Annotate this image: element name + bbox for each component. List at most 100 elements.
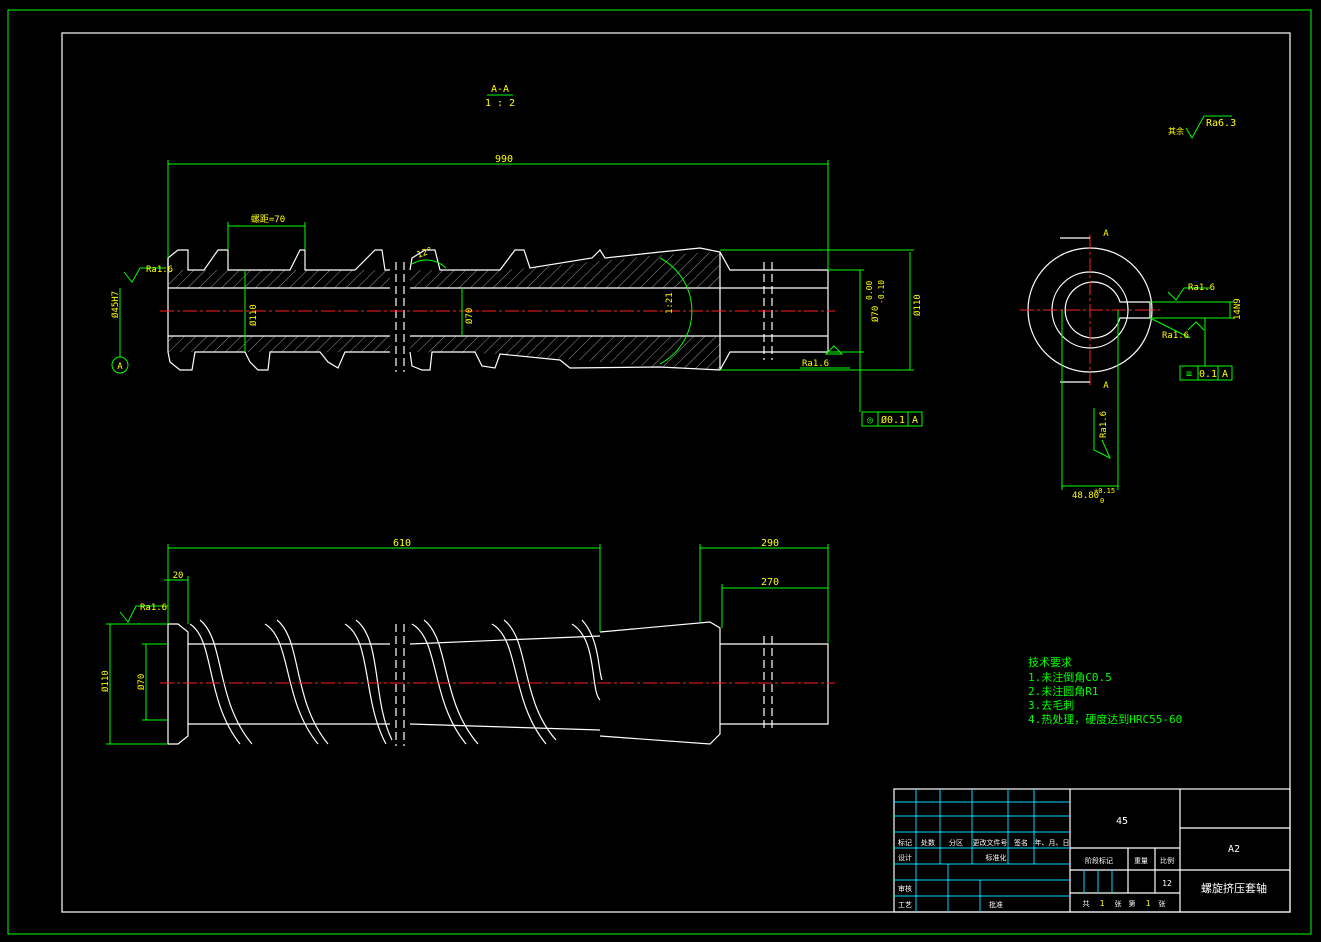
roughness-section-c-symbol: [1093, 408, 1112, 460]
tb-header-4: 签名: [1014, 838, 1028, 847]
dim-48-tol-low: 0: [1100, 497, 1104, 505]
roughness-section-b-symbol: [1149, 317, 1205, 339]
section-mark-bottom: A: [1103, 381, 1109, 391]
roughness-left-symbol: [123, 267, 166, 283]
dim-70-right-tol: 0.00: [865, 281, 874, 300]
dim-pitch-label: 螺距=70: [251, 214, 285, 225]
section-view: A A 14N9 Ra1.6 Ra1.6 ≡ 0.1 A 48.80 +0.15…: [1020, 115, 1243, 505]
dim-290-label: 290: [761, 538, 779, 549]
tb-drawing-no: A2: [1228, 844, 1240, 855]
tb-sheets-total: 1: [1100, 899, 1105, 908]
tb-sheet-of: 第: [1129, 899, 1136, 908]
dim-110-left-label: Ø110: [248, 304, 259, 326]
section-mark-top: A: [1103, 229, 1109, 239]
dim-110-right-label: Ø110: [912, 294, 923, 316]
note-4: 4.热处理，硬度达到HRC55-60: [1028, 712, 1182, 726]
tb-check: 审核: [898, 884, 912, 893]
tb-header-2: 分区: [949, 838, 963, 847]
flight-3: [344, 619, 393, 745]
roughness-section-a-symbol: [1167, 287, 1210, 301]
roughness-bottom-left: Ra1.6: [140, 603, 167, 613]
roughness-top-right: Ra6.3: [1206, 118, 1236, 129]
title-block: 标记 处数 分区 更改文件号 签名 年、月、日 设计 标准化 审核 工艺 批准 …: [893, 788, 1291, 913]
roughness-right-symbol: [800, 345, 850, 369]
flight-6: [571, 619, 603, 701]
dim-bore-left-label: Ø45H7: [110, 291, 121, 318]
flight-4: [411, 619, 479, 745]
inner-frame: [61, 32, 1291, 913]
angle-label: 12°: [416, 246, 435, 261]
lower-wall-hatch-right: [410, 336, 720, 370]
top-section-view: 990 螺距=70 12° Ø45H7 Ø110 Ø70 1:21 Ø70 0.…: [110, 154, 923, 427]
upper-profile: [167, 249, 390, 271]
tb-process: 工艺: [898, 901, 912, 909]
lower-wall-hatch: [168, 336, 390, 352]
tb-approve: 批准: [989, 900, 1003, 909]
tb-standard: 标准化: [986, 853, 1007, 862]
tb-scale-label: 比例: [1160, 856, 1174, 865]
end-shaft: [720, 643, 829, 725]
tb-header-5: 年、月、日: [1035, 838, 1070, 847]
roughness-bottom-symbol: [119, 605, 168, 623]
flight-5: [491, 619, 557, 745]
keyway-bore: [1064, 281, 1151, 339]
symmetry-frame: ≡ 0.1 A: [1179, 318, 1233, 381]
tb-sheet-suffix: 张: [1159, 899, 1166, 908]
upper-profile-right: [409, 247, 828, 271]
left-flange: [167, 623, 189, 745]
tb-header-1: 处数: [921, 838, 935, 847]
shaft-top-2: [409, 635, 601, 645]
dim-14-label: 14N9: [1233, 298, 1243, 320]
tb-sheets-label: 共: [1083, 899, 1090, 908]
tb-header-0: 标记: [898, 838, 912, 847]
section-scale: 1 : 2: [485, 98, 515, 109]
concentricity-datum: A: [912, 415, 918, 426]
tb-material: 45: [1116, 816, 1128, 827]
dim-70-mid-label: Ø70: [464, 308, 475, 324]
note-1: 1.未注倒角C0.5: [1028, 670, 1112, 684]
technical-notes: 技术要求 1.未注倒角C0.5 2.未注圆角R1 3.去毛刺 4.热处理，硬度达…: [1028, 656, 1182, 726]
bottom-exterior-view: 610 290 270 20 Ø110 Ø70 Ra1.6: [100, 538, 835, 746]
roughness-top-right-symbol: [1185, 115, 1232, 140]
flight-1: [189, 619, 253, 745]
tb-sheet-no: 1: [1146, 899, 1151, 908]
tb-header-3: 更改文件号: [973, 838, 1008, 847]
section-label: A-A: [491, 84, 509, 95]
symmetry-symbol: ≡: [1186, 369, 1192, 380]
datum-label: A: [117, 362, 123, 372]
dim-110-side-label: Ø110: [100, 670, 111, 692]
concentricity-value: Ø0.1: [881, 414, 905, 426]
taper-label: 1:21: [665, 292, 675, 314]
dim-990-label: 990: [495, 154, 513, 165]
roughness-section-c: Ra1.6: [1099, 411, 1109, 438]
concentricity-frame: ◎ Ø0.1 A: [859, 352, 923, 427]
angle-arc: [411, 259, 447, 269]
upper-wall-hatch-right: [410, 252, 720, 288]
dim-20-label: 20: [173, 571, 184, 581]
dim-48-label: 48.80: [1072, 491, 1099, 501]
note-3: 3.去毛刺: [1028, 699, 1074, 712]
tb-weight-label: 重量: [1134, 857, 1148, 865]
concentricity-symbol: ◎: [867, 415, 873, 426]
dim-270-label: 270: [761, 577, 779, 588]
dim-70-right-tol-low: -0.10: [877, 280, 886, 304]
flight-2: [264, 619, 329, 745]
dim-70-side-label: Ø70: [136, 674, 147, 690]
dim-610-label: 610: [393, 538, 411, 549]
roughness-section-b: Ra1.6: [1162, 331, 1189, 341]
roughness-left: Ra1.6: [146, 265, 173, 275]
tb-design: 设计: [898, 853, 912, 862]
shaft-bottom-2: [409, 723, 601, 731]
tb-scale-value: 12: [1162, 879, 1172, 888]
taper-arc: [659, 257, 693, 365]
roughness-top-right-prefix: 其余: [1168, 126, 1184, 136]
symmetry-datum: A: [1222, 369, 1228, 380]
roughness-right: Ra1.6: [802, 359, 829, 369]
tb-part-name: 螺旋挤压套轴: [1201, 881, 1267, 895]
tb-sheet-label: 张: [1115, 899, 1122, 908]
taper-body: [599, 621, 721, 745]
dim-48-tol-up: +0.15: [1094, 487, 1115, 495]
symmetry-value: 0.1: [1199, 369, 1217, 380]
upper-wall-hatch: [168, 270, 390, 288]
dim-70-right-label: Ø70: [870, 306, 881, 322]
